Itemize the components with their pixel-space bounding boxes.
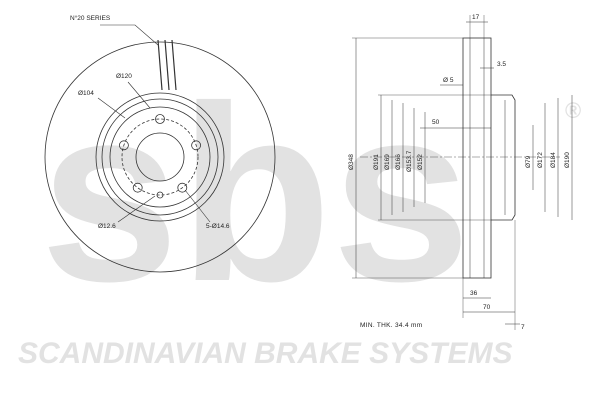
bolt-hole: [177, 182, 188, 193]
dim-d152: Ø152: [417, 154, 424, 170]
tagline-text: SCANDINAVIAN BRAKE SYSTEMS: [18, 337, 513, 370]
dim-17: 17: [472, 14, 480, 21]
hat-circle-mid: [109, 106, 211, 208]
dim-5: Ø 5: [443, 77, 454, 84]
dim-d104: Ø104: [78, 90, 94, 97]
dim-d348: Ø348: [348, 154, 355, 170]
locator-hole: [156, 191, 164, 199]
series-leader: [100, 24, 159, 46]
dim-50: 50: [432, 119, 440, 126]
sbs-logo-text: sbs: [40, 54, 471, 333]
bolt-hole: [155, 114, 165, 124]
bolt-hole: [191, 140, 202, 151]
dim-d120: Ø120: [116, 73, 132, 80]
dim-d184: Ø184: [550, 152, 557, 168]
dim-70: 70: [483, 304, 491, 311]
dim-36: 36: [470, 290, 478, 297]
dim-d169: Ø169: [384, 154, 391, 170]
dim-d166: Ø166: [395, 154, 402, 170]
dim-bolt-holes: 5-Ø14.6: [206, 223, 230, 230]
d120-leader: [127, 81, 151, 109]
sbs-watermark: sbs ® SCANDINAVIAN BRAKE SYSTEMS: [18, 54, 581, 370]
series-label: N°20 SERIES: [70, 14, 111, 22]
center-bore: [135, 132, 185, 182]
side-view: [352, 15, 573, 330]
braking-surface-inner-circle: [95, 92, 225, 222]
bolt-hole: [119, 140, 129, 151]
hat-section: [491, 94, 516, 221]
side-view-labels: 17 3.5 Ø 5 50 Ø348 Ø191 Ø169 Ø166 Ø153.7…: [348, 14, 571, 331]
bolt-holes-leader: [184, 189, 211, 223]
front-view-labels: N°20 SERIES Ø120 Ø104 Ø12.6 5-Ø14.6: [70, 14, 230, 230]
dim-3-5: 3.5: [497, 61, 506, 68]
disc-outer-circle: [44, 41, 276, 273]
dim-d191: Ø191: [373, 154, 380, 170]
bolt-hole: [132, 182, 143, 193]
front-view: [44, 24, 276, 273]
bolt-pitch-circle: [121, 118, 199, 196]
friction-ring: [462, 37, 492, 279]
d104-leader: [97, 97, 126, 119]
min-thickness-note: MIN. THK. 34.4 mm: [360, 322, 422, 329]
dim-d172: Ø172: [537, 152, 544, 168]
d12-leader: [117, 195, 156, 223]
dim-d153-7: Ø153.7: [406, 150, 413, 172]
cooling-vanes: [157, 39, 177, 91]
hat-circle-outer: [101, 98, 219, 216]
dim-d12-6: Ø12.6: [98, 223, 116, 230]
dim-d79: Ø79: [525, 155, 532, 168]
registered-mark: ®: [565, 98, 581, 123]
dim-d190: Ø190: [564, 152, 571, 168]
dim-7: 7: [521, 324, 525, 331]
